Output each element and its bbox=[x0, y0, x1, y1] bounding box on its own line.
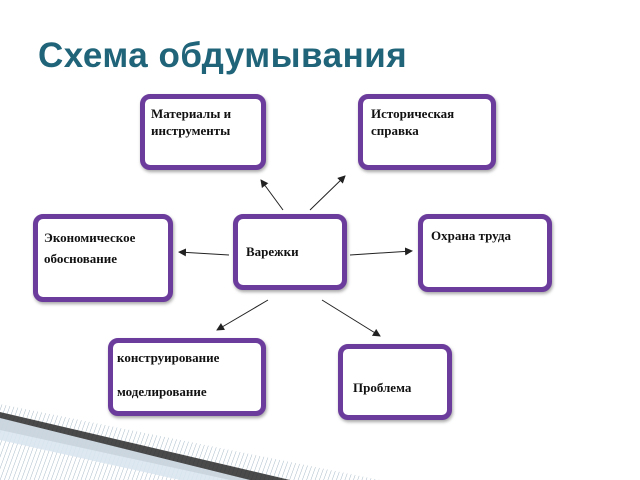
node-materials: Материалы и инструменты bbox=[140, 94, 266, 170]
node-materials-label: Материалы и инструменты bbox=[151, 106, 232, 138]
arrow-to-history bbox=[309, 175, 346, 211]
node-history: Историческая справка bbox=[358, 94, 496, 170]
node-economics: Экономическое обоснование bbox=[33, 214, 173, 302]
arrow-to-problem bbox=[321, 299, 381, 337]
node-history-label: Историческая справка bbox=[371, 106, 455, 138]
arrow-to-construction bbox=[216, 299, 269, 331]
node-problem-label: Проблема bbox=[353, 380, 412, 395]
node-construction-label: конструирование моделирование bbox=[117, 350, 220, 399]
arrow-to-safety bbox=[349, 247, 413, 256]
node-problem: Проблема bbox=[338, 344, 452, 420]
node-economics-label: Экономическое обоснование bbox=[44, 230, 136, 266]
node-safety-label: Охрана труда bbox=[431, 228, 511, 243]
node-center-mittens: Варежки bbox=[233, 214, 347, 290]
node-center-label: Варежки bbox=[246, 244, 299, 259]
arrow-to-economics bbox=[178, 248, 230, 257]
page-title: Схема обдумывания bbox=[38, 36, 408, 75]
node-construction: конструирование моделирование bbox=[108, 338, 266, 416]
node-safety: Охрана труда bbox=[418, 214, 552, 292]
arrow-to-materials bbox=[260, 179, 284, 211]
